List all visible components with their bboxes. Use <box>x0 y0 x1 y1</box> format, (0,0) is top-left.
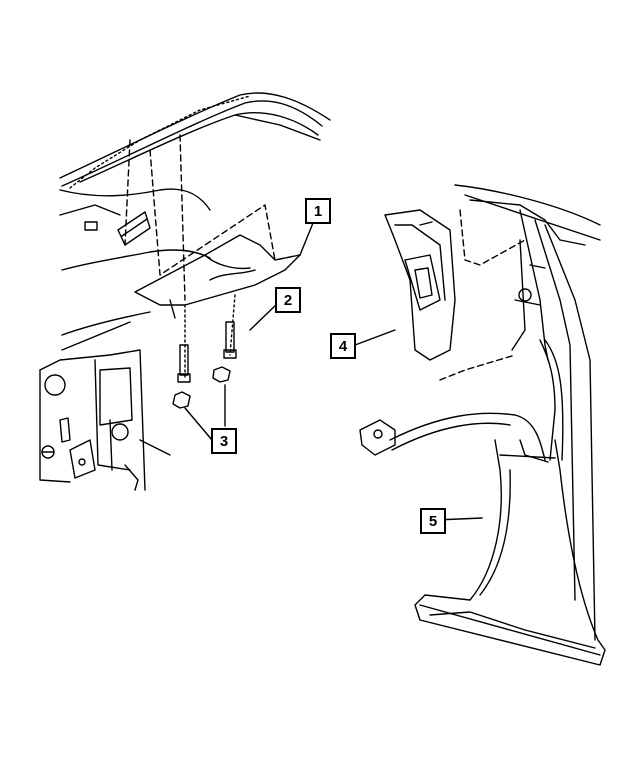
callout-4: 4 <box>330 333 360 363</box>
lower-b-pillar-trim <box>414 439 606 666</box>
leader-lines <box>184 222 483 521</box>
a-pillar-trim-part <box>134 234 301 319</box>
callout-3: 3 <box>211 428 241 458</box>
callout-1: 1 <box>305 198 335 228</box>
callout-2: 2 <box>275 287 305 317</box>
seat-belt <box>359 339 564 463</box>
clips <box>172 366 231 409</box>
door-structure <box>39 349 171 491</box>
b-pillar-structure <box>439 184 601 641</box>
bolts <box>177 294 237 383</box>
upper-b-pillar-trim <box>384 209 456 361</box>
callout-5: 5 <box>420 508 450 538</box>
